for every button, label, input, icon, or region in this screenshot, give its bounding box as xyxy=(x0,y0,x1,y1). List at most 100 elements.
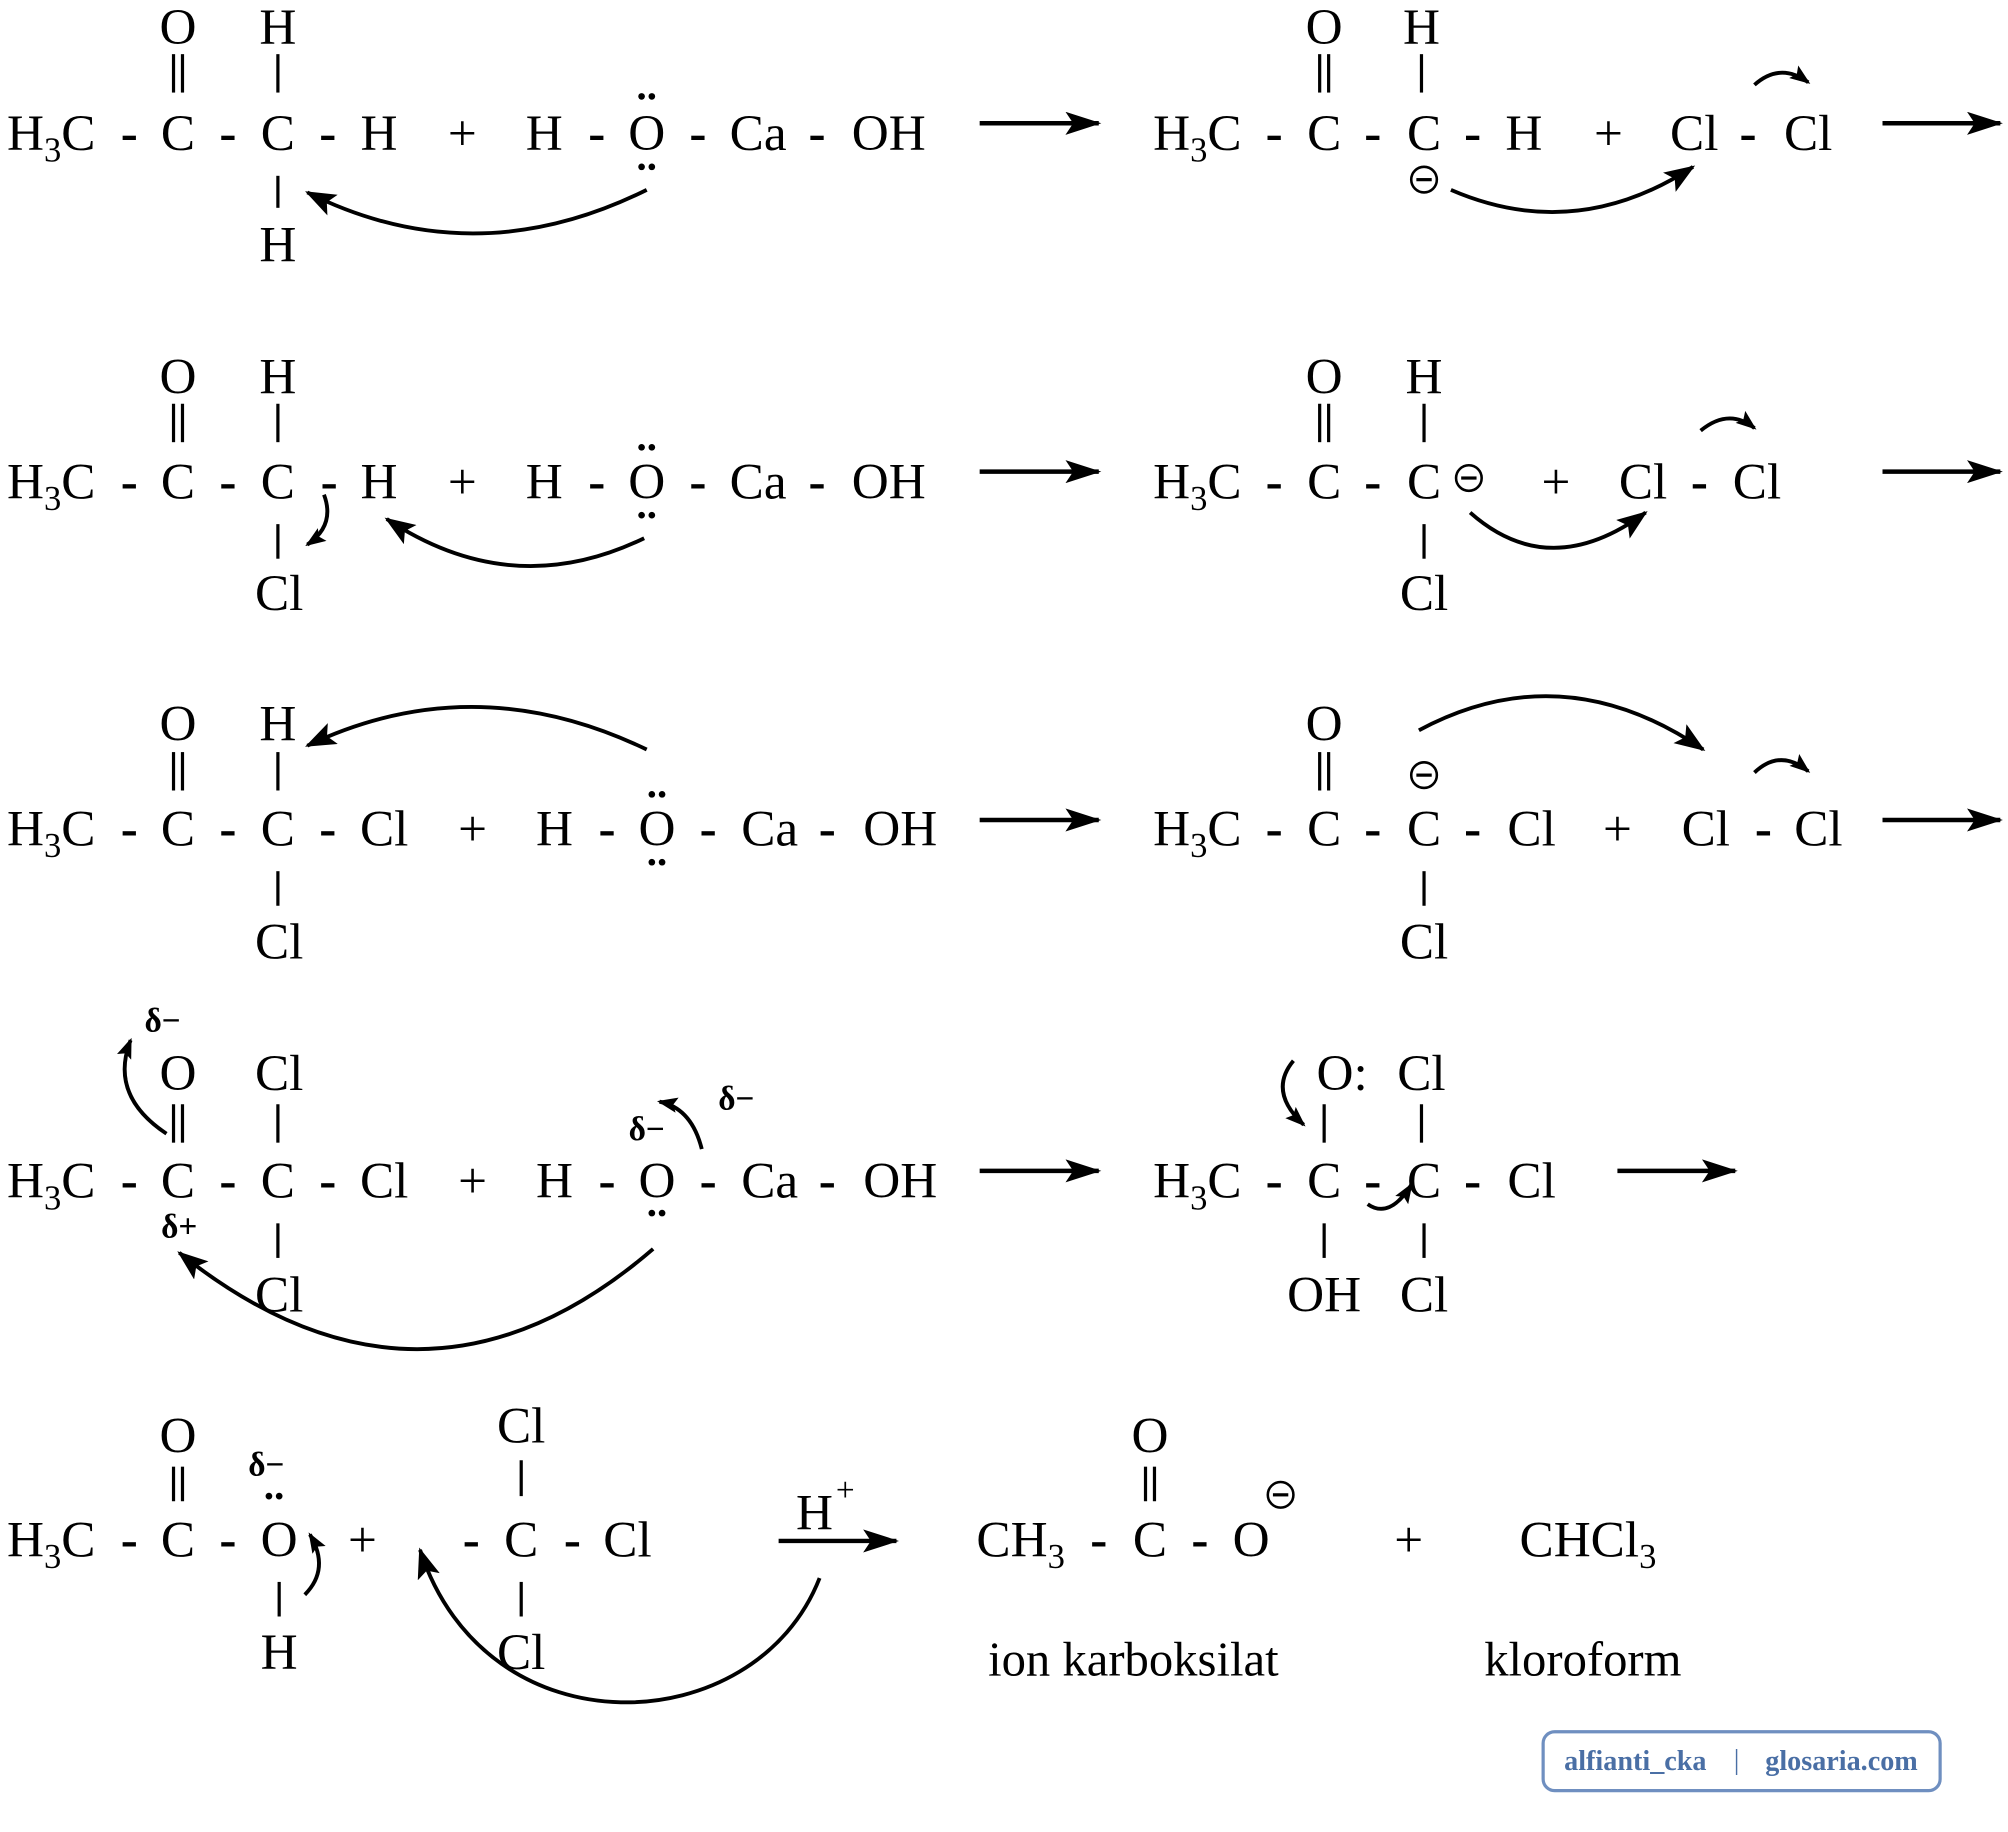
electron-flow-arrow xyxy=(1468,511,1648,550)
bond-dash: - xyxy=(1464,105,1481,162)
atom-label: OH xyxy=(1287,1267,1361,1324)
partial-charge: δ+ xyxy=(161,1208,197,1245)
bond-dash: - xyxy=(1740,105,1757,162)
bond-dash: - xyxy=(1364,454,1381,511)
electron-flow-arrow xyxy=(1753,65,1811,87)
atom-label: O xyxy=(1306,696,1343,753)
electron-flow-arrow xyxy=(1280,1059,1306,1127)
atom-label: O xyxy=(261,1511,298,1568)
bond-dash: - xyxy=(319,801,336,858)
atom-label: O xyxy=(628,105,665,162)
atom-label: Cl xyxy=(1400,913,1448,970)
bond-dash: - xyxy=(219,454,236,511)
atom-label: H xyxy=(526,454,563,511)
electron-flow-arrow xyxy=(384,517,645,568)
atom-label: Cl xyxy=(1619,454,1667,511)
partial-charge: δ− xyxy=(718,1080,754,1117)
plus-sign: + xyxy=(1594,105,1623,162)
bond-dash: - xyxy=(121,801,138,858)
watermark: alfianti_cka | glosaria.com xyxy=(1541,1730,1942,1793)
bond-dash: - xyxy=(700,1153,717,1210)
atom-label: Cl xyxy=(497,1397,545,1454)
atom-label: O xyxy=(160,1408,197,1465)
atom-label: H3C xyxy=(1153,454,1241,519)
negative-charge-icon xyxy=(1454,463,1483,493)
atom-label: H xyxy=(536,1153,573,1210)
atom-label: H xyxy=(1403,0,1440,56)
negative-charge-icon xyxy=(1266,1480,1295,1509)
bond-dash: - xyxy=(121,1153,138,1210)
electron-flow-arrow xyxy=(1450,165,1696,214)
partial-charge: δ− xyxy=(248,1447,284,1484)
lone-pair-dot xyxy=(275,1492,283,1500)
bond-dash: - xyxy=(808,105,825,162)
lone-pair-dot xyxy=(648,1209,656,1217)
bond-dash: - xyxy=(1266,105,1283,162)
atom-label: H xyxy=(361,454,398,511)
atom-label: CHCl3 xyxy=(1520,1511,1657,1576)
atom-label: Cl xyxy=(603,1511,651,1568)
atom-label: C xyxy=(261,801,295,858)
lone-pair-dot xyxy=(648,163,656,171)
atom-label: C xyxy=(504,1511,538,1568)
plus-sign: + xyxy=(348,1511,377,1568)
atom-label: C xyxy=(1407,454,1441,511)
atom-label: H xyxy=(259,349,296,406)
atom-label: H xyxy=(1505,105,1542,162)
atom-label: C xyxy=(261,1153,295,1210)
watermark-separator: | xyxy=(1734,1745,1740,1776)
atom-label: Cl xyxy=(1400,1267,1448,1324)
atom-label: OH xyxy=(863,801,937,858)
lone-pair-dot xyxy=(648,791,656,798)
bonds xyxy=(171,54,1426,1617)
atom-label: Ca xyxy=(730,105,787,162)
atom-label: Ca xyxy=(741,1153,798,1210)
electron-marks xyxy=(265,93,1483,1509)
electron-flow-arrow xyxy=(305,705,648,752)
atom-label: O: xyxy=(1316,1045,1367,1102)
electron-flow-arrow xyxy=(657,1097,704,1150)
electron-flow-arrow xyxy=(305,188,648,236)
bond-dash: - xyxy=(1691,454,1708,511)
bond-dash: - xyxy=(598,1153,615,1210)
atom-label: Cl xyxy=(1670,105,1718,162)
plus-sign: + xyxy=(836,1472,855,1509)
atom-label: C xyxy=(161,801,195,858)
atom-label: H xyxy=(361,105,398,162)
atom-label: H3C xyxy=(7,1153,95,1218)
atom-label: Cl xyxy=(360,1153,408,1210)
atom-label: O xyxy=(1306,349,1343,406)
atom-label: H3C xyxy=(1153,105,1241,170)
lone-pair-dot xyxy=(648,858,656,866)
atom-label: H xyxy=(526,105,563,162)
atom-label: Cl xyxy=(1400,565,1448,622)
atom-label: C xyxy=(1307,801,1341,858)
atom-label: C xyxy=(161,454,195,511)
lone-pair-dot xyxy=(265,1492,273,1500)
atom-label: Cl xyxy=(360,801,408,858)
lone-pair-dot xyxy=(638,443,645,451)
atom-label: O xyxy=(160,349,197,406)
atom-label: C xyxy=(1307,105,1341,162)
bond-dash: - xyxy=(219,801,236,858)
atom-label: O xyxy=(638,801,675,858)
lone-pair-dot xyxy=(638,93,645,100)
atom-label: H xyxy=(536,801,573,858)
electron-flow-arrow xyxy=(1418,694,1706,752)
electron-flow-arrow xyxy=(1366,1182,1413,1211)
atom-label: C xyxy=(1307,454,1341,511)
bond-dash: - xyxy=(1090,1511,1107,1568)
atom-label: CH3 xyxy=(976,1511,1064,1576)
atom-label: H3C xyxy=(7,105,95,170)
bond-dash: - xyxy=(588,105,605,162)
bond-dash: - xyxy=(819,1153,836,1210)
bond-dash: - xyxy=(121,105,138,162)
atom-label: O xyxy=(160,696,197,753)
atom-label: Cl xyxy=(255,1267,303,1324)
atom-label: H xyxy=(259,0,296,56)
arrows xyxy=(116,65,2003,1705)
atom-label: OH xyxy=(852,105,926,162)
atom-label: H3C xyxy=(7,454,95,519)
